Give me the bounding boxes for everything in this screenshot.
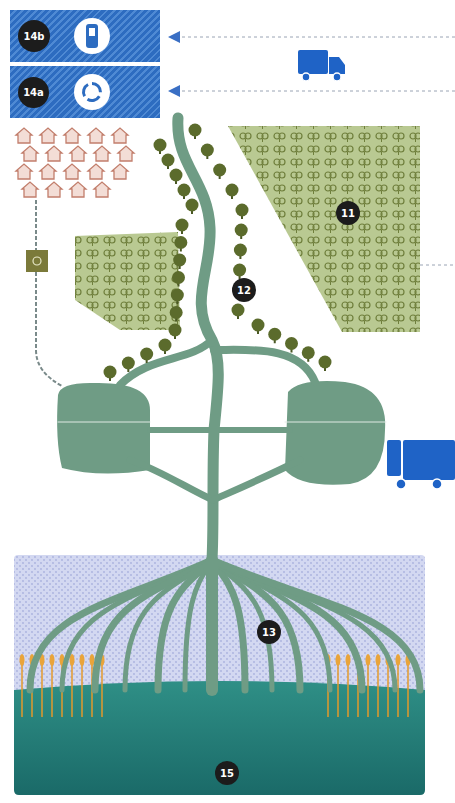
house [118, 146, 134, 161]
tree [176, 219, 189, 235]
tree [252, 319, 265, 335]
house [22, 182, 38, 197]
wheat-stalk [50, 654, 55, 717]
arrow-head [168, 85, 180, 97]
tree [154, 139, 167, 155]
root [125, 560, 212, 690]
tree [234, 244, 247, 260]
tree [178, 184, 191, 200]
wheat-stalk [80, 654, 85, 717]
house [70, 146, 86, 161]
farm-field [228, 126, 420, 332]
tree [189, 124, 202, 140]
tree [213, 164, 226, 180]
treatment-plant [26, 250, 48, 272]
wheat-stalk [20, 654, 25, 717]
house [88, 164, 104, 179]
tree [226, 184, 239, 200]
callout-number: 14b [18, 20, 50, 52]
house [22, 146, 38, 161]
root [212, 560, 420, 690]
wheat-stalk [406, 654, 411, 717]
sewer-line [26, 200, 62, 386]
root [206, 560, 218, 690]
house [112, 164, 128, 179]
tree [285, 337, 298, 353]
houses [16, 128, 134, 197]
house [16, 164, 32, 179]
wheat-stalk [366, 654, 371, 717]
house [16, 128, 32, 143]
callout-number: 14a [18, 77, 49, 108]
root [62, 560, 212, 690]
trees [104, 124, 332, 382]
dashed-line [176, 91, 455, 92]
dashed-line [176, 37, 455, 38]
house [40, 164, 56, 179]
house [112, 128, 128, 143]
tree [235, 224, 248, 240]
service-band: 14b [10, 10, 160, 62]
truck-icon [298, 50, 345, 81]
callout-number: 15 [215, 761, 239, 785]
tree [170, 169, 183, 185]
deep-groundwater [14, 681, 425, 795]
house [70, 182, 86, 197]
tree [159, 339, 172, 355]
tree [140, 348, 153, 364]
tree [302, 346, 315, 362]
house [88, 128, 104, 143]
wheat-stalk [70, 654, 75, 717]
callout-number: 13 [257, 620, 281, 644]
callout-number: 12 [232, 278, 256, 302]
tree [319, 356, 332, 372]
arrow-head [168, 31, 180, 43]
tree [232, 304, 245, 320]
root [212, 560, 362, 690]
house [46, 182, 62, 197]
callout-number: 11 [336, 201, 360, 225]
river [30, 118, 420, 690]
tree [170, 306, 183, 322]
wheat-stalk [40, 654, 45, 717]
house [94, 146, 110, 161]
wheat-stalk [336, 654, 341, 717]
tree [268, 328, 281, 344]
tree [233, 264, 246, 280]
root [30, 560, 212, 690]
dashed-line [420, 265, 455, 266]
house [46, 146, 62, 161]
pond [285, 381, 385, 485]
tree [104, 366, 117, 382]
tree [173, 254, 186, 270]
truck-icon [387, 440, 455, 489]
house [40, 128, 56, 143]
tree [172, 271, 185, 287]
root [158, 560, 212, 690]
tree [174, 236, 187, 252]
wheat-stalk [346, 654, 351, 717]
farm-field [75, 232, 180, 330]
house [94, 182, 110, 197]
wheat-stalk [376, 654, 381, 717]
root [95, 560, 212, 690]
tree [171, 289, 184, 305]
house [64, 164, 80, 179]
aquifer [14, 555, 425, 695]
tree [236, 204, 249, 220]
service-band: 14a [10, 66, 160, 118]
tree [169, 324, 182, 340]
house [64, 128, 80, 143]
tree [162, 154, 175, 170]
tree [201, 144, 214, 160]
root [212, 560, 395, 690]
tree [186, 199, 199, 215]
tree [122, 357, 135, 373]
root [185, 560, 212, 690]
